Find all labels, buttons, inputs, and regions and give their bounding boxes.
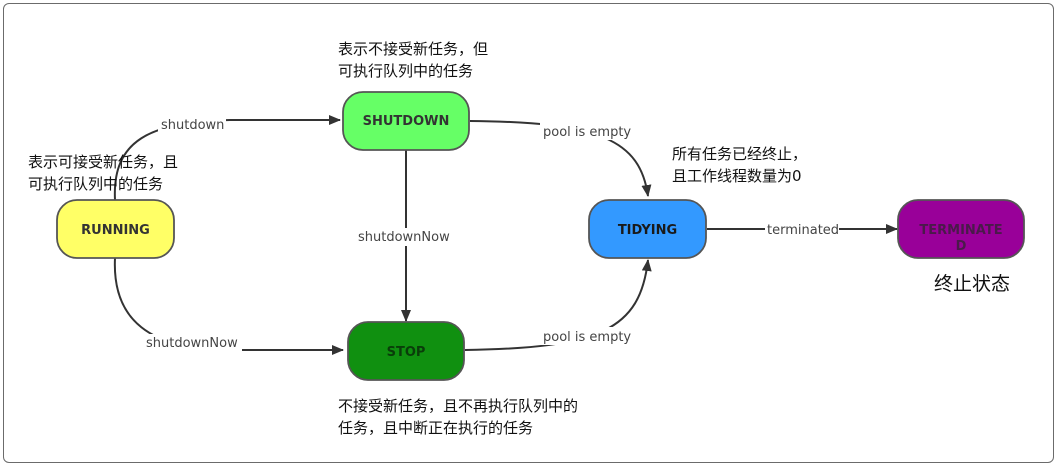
- note-running-line2: 可执行队列中的任务: [28, 175, 163, 193]
- edge-label-running-shutdownnow: shutdownNow: [146, 336, 238, 351]
- state-shutdown: SHUTDOWN: [342, 91, 470, 151]
- state-tidying: TIDYING: [588, 199, 707, 259]
- note-stop-line1: 不接受新任务，且不再执行队列中的: [338, 397, 578, 415]
- note-running-line1: 表示可接受新任务，且: [28, 153, 178, 171]
- state-running-label: RUNNING: [81, 223, 150, 238]
- state-terminated-label-line1: TERMINATE: [919, 223, 1002, 238]
- note-shutdown-line2: 可执行队列中的任务: [338, 62, 473, 80]
- edge-label-pool-empty-bottom: pool is empty: [543, 330, 631, 345]
- edge-label-shutdown-shutdownnow: shutdownNow: [358, 230, 450, 245]
- edge-label-pool-empty-top: pool is empty: [543, 125, 631, 140]
- state-tidying-label: TIDYING: [618, 223, 677, 238]
- state-terminated-label-line2: D: [956, 239, 967, 254]
- state-shutdown-label: SHUTDOWN: [363, 114, 450, 129]
- state-terminated: TERMINATE D: [897, 199, 1025, 259]
- note-stop-line2: 任务，且中断正在执行的任务: [338, 419, 533, 437]
- diagram-frame: [3, 3, 1054, 463]
- note-tidying-line1: 所有任务已经终止，: [672, 145, 807, 163]
- edge-label-shutdown: shutdown: [161, 118, 224, 133]
- state-stop-label: STOP: [387, 345, 426, 360]
- note-terminated: 终止状态: [934, 273, 1010, 295]
- state-running: RUNNING: [56, 199, 175, 259]
- note-tidying-line2: 且工作线程数量为0: [672, 167, 802, 185]
- state-stop: STOP: [347, 321, 465, 381]
- edge-label-terminated: terminated: [767, 223, 839, 238]
- note-shutdown-line1: 表示不接受新任务，但: [338, 40, 488, 58]
- edge-labels: shutdown shutdownNow shutdownNow pool is…: [144, 115, 839, 352]
- notes: 表示不接受新任务，但 可执行队列中的任务 表示可接受新任务，且 可执行队列中的任…: [28, 40, 1010, 437]
